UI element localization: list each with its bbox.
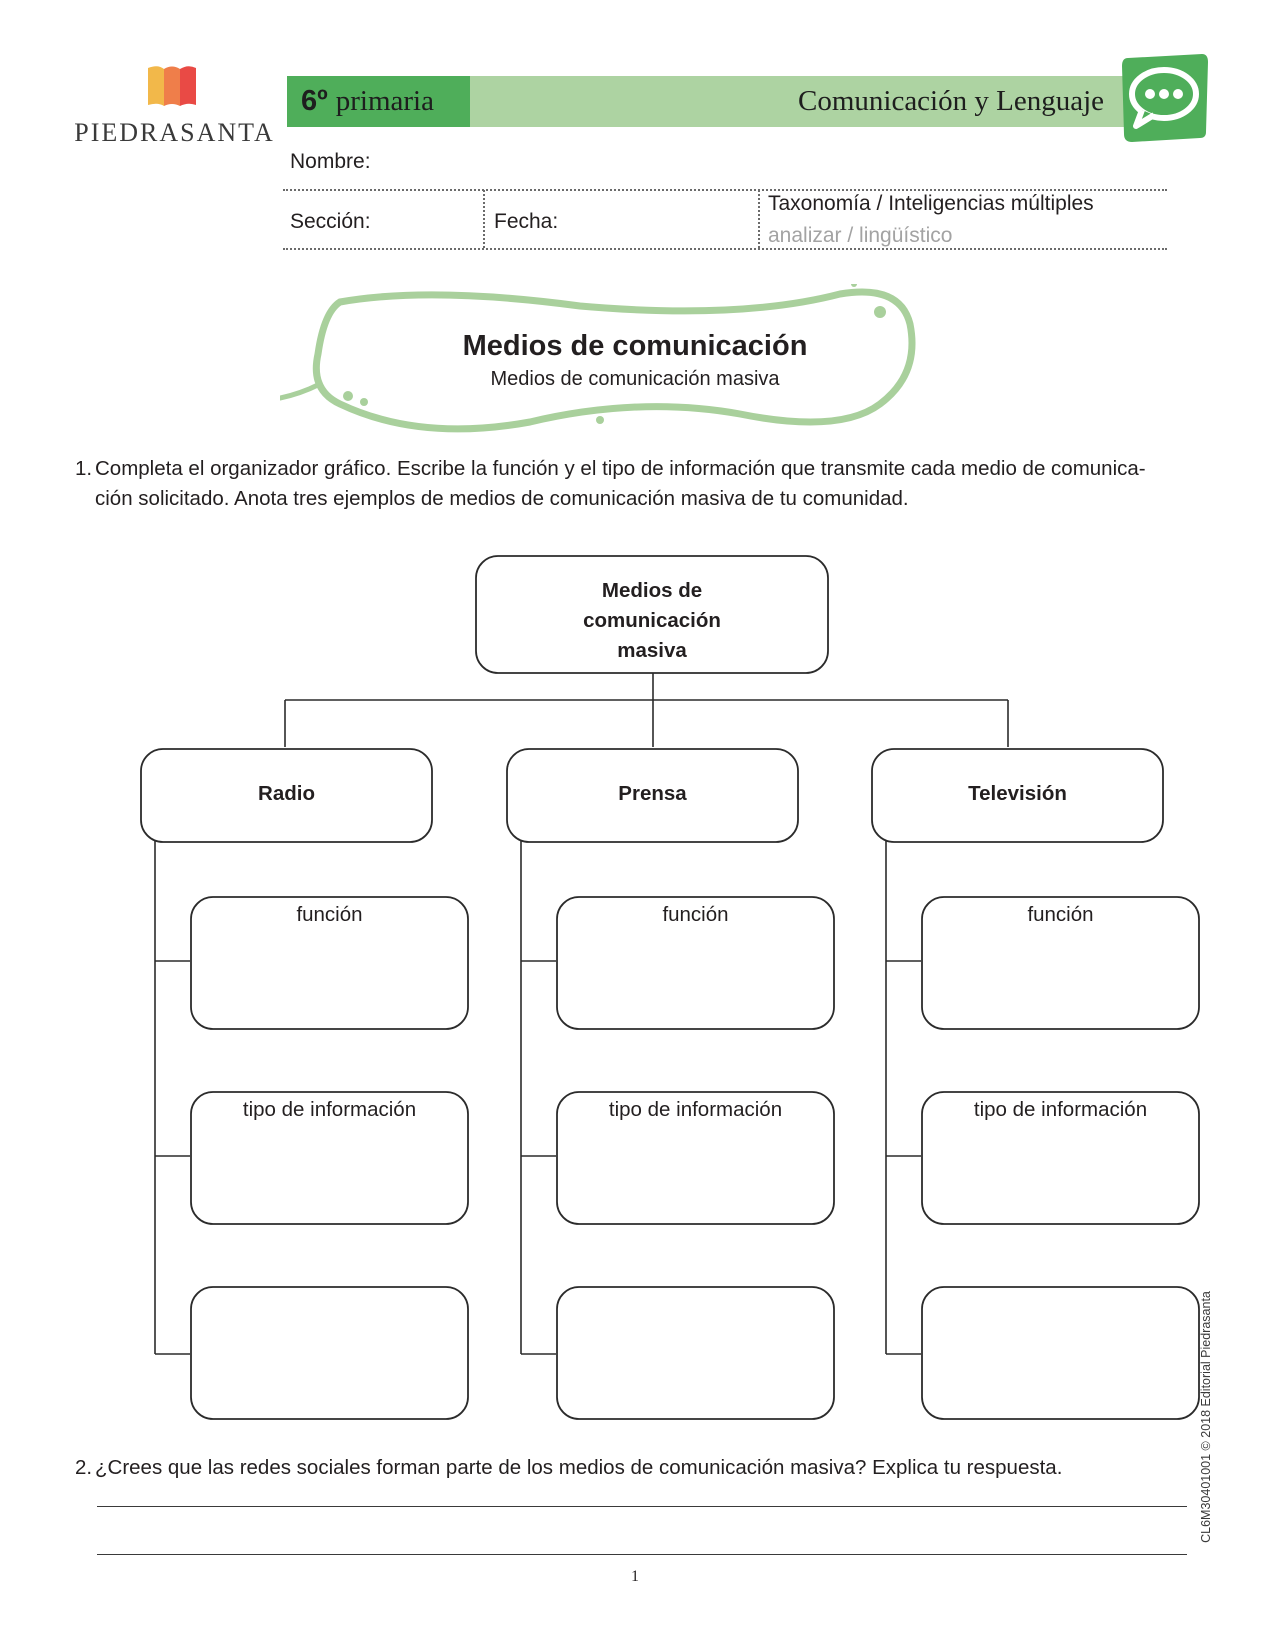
prensa-ejemplo-box <box>556 1286 835 1420</box>
name-label: Nombre: <box>290 150 371 173</box>
prensa-funcion-label: función <box>662 903 729 926</box>
copyright-credit: CL6M30401001 © 2018 Editorial Piedrasant… <box>1198 1273 1214 1563</box>
radio-funcion-label: función <box>296 903 363 926</box>
grade-banner: 6º primaria <box>287 76 470 127</box>
form-divider-bottom <box>283 248 1167 250</box>
page-number: 1 <box>631 1568 639 1585</box>
copyright-credit-text: CL6M30401001 © 2018 Editorial Piedrasant… <box>1199 1291 1213 1543</box>
root-label-line-2: comunicación <box>583 609 721 632</box>
form-divider-v1 <box>483 190 485 248</box>
root-label-line-1: Medios de <box>601 579 703 602</box>
title-cloud-decoration <box>280 284 916 433</box>
page-subtitle: Medios de comunicación masiva <box>490 368 780 390</box>
q1-line-1: Completa el organizador gráfico. Escribe… <box>95 457 1146 480</box>
radio-tipo-label: tipo de información <box>242 1098 417 1121</box>
branch-label-radio: Radio <box>258 782 315 805</box>
form-divider-v2 <box>758 190 760 248</box>
grade-number: 6º <box>301 85 328 117</box>
section-label: Sección: <box>290 210 371 233</box>
logo-book-icon <box>148 66 196 106</box>
root-label-line-3: masiva <box>617 639 687 662</box>
page-title: Medios de comunicación <box>462 330 808 362</box>
q2-text: ¿Crees que las redes sociales forman par… <box>95 1456 1063 1479</box>
brand-logo-text: PIEDRASANTA <box>74 118 275 147</box>
subject-title: Comunicación y Lenguaje <box>797 85 1104 117</box>
q1-number: 1. <box>75 457 93 480</box>
grade-label: primaria <box>335 85 434 117</box>
root-label: Medios de comunicación masiva <box>476 576 828 666</box>
q1-line-2: ción solicitado. Anota tres ejemplos de … <box>95 487 909 510</box>
radio-ejemplo-box <box>190 1286 469 1420</box>
television-tipo-label: tipo de información <box>973 1098 1148 1121</box>
answer-line-1 <box>97 1506 1187 1507</box>
branch-label-television: Televisión <box>968 782 1067 805</box>
q2-number: 2. <box>75 1456 93 1479</box>
branch-label-prensa: Prensa <box>618 782 687 805</box>
subject-banner: Comunicación y Lenguaje <box>470 76 1138 127</box>
form-divider-top <box>283 189 1167 191</box>
prensa-tipo-label: tipo de información <box>608 1098 783 1121</box>
television-ejemplo-box <box>921 1286 1200 1420</box>
television-funcion-label: función <box>1027 903 1094 926</box>
date-label: Fecha: <box>494 210 559 233</box>
taxonomy-value: analizar / lingüístico <box>768 224 953 247</box>
chat-bubble-icon <box>1122 54 1208 142</box>
answer-line-2 <box>97 1554 1187 1555</box>
taxonomy-label: Taxonomía / Inteligencias múltiples <box>768 192 1094 215</box>
